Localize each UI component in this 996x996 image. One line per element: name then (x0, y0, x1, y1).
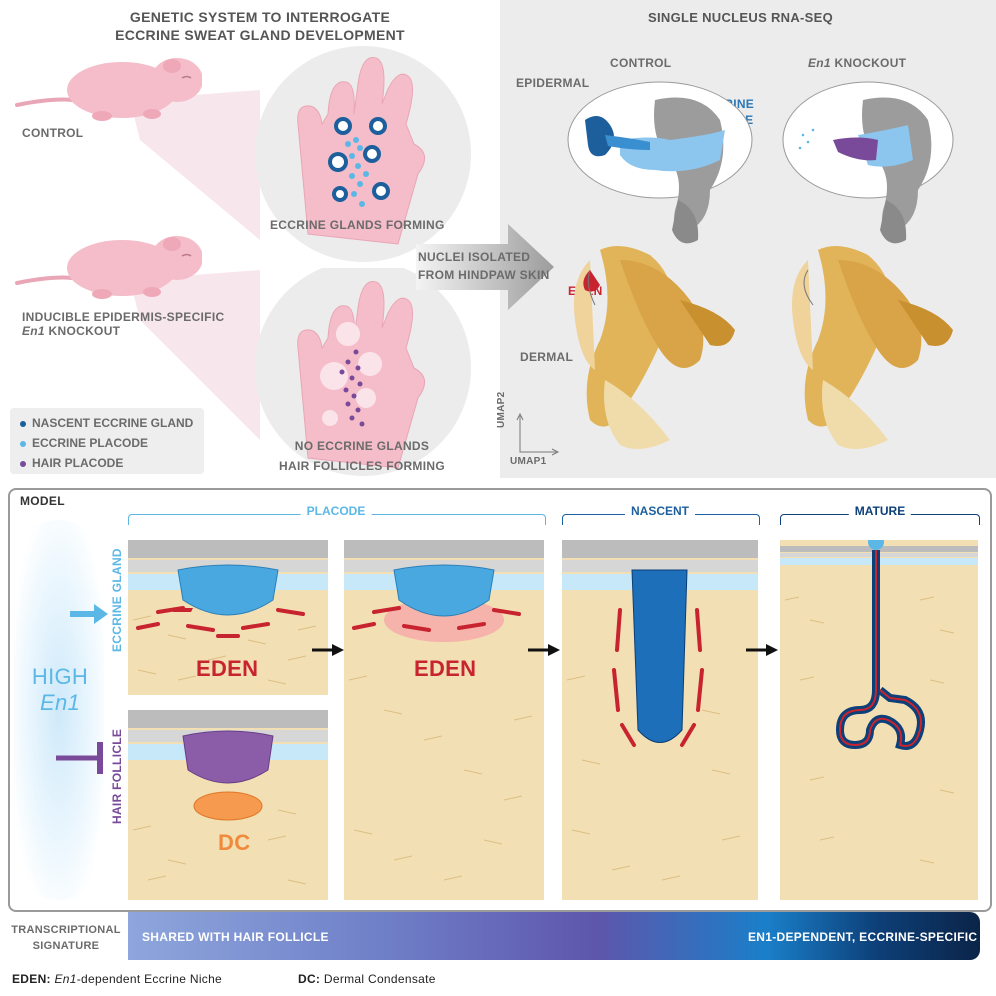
paw2-caption: NO ECCRINE GLANDS HAIR FOLLICLES FORMING (252, 436, 472, 476)
process-arrow-icon (746, 644, 778, 656)
control-mouse-illustration (15, 58, 202, 121)
signature-label: TRANSCRIPTIONAL SIGNATURE (8, 922, 124, 954)
control-umap-plot (567, 81, 753, 449)
paw1-caption: ECCRINE GLANDS FORMING (270, 218, 445, 232)
signature-gradient-bar (128, 912, 980, 960)
en1-glow (14, 520, 104, 900)
paw2-caption-line2: HAIR FOLLICLES FORMING (279, 459, 445, 473)
high-label: HIGH (31, 664, 89, 689)
knockout-suffix: KNOCKOUT (44, 324, 121, 338)
legend-label: NASCENT ECCRINE GLAND (32, 416, 194, 430)
legend-item-nascent: NASCENT ECCRINE GLAND (20, 416, 193, 430)
dc-label: DC (218, 830, 251, 855)
knockout-label: INDUCIBLE EPIDERMIS-SPECIFIC En1 KNOCKOU… (22, 310, 224, 338)
eden-footnote-gene: En1 (54, 972, 77, 986)
rnaseq-knockout-label: En1 KNOCKOUT (808, 56, 906, 70)
nascent-stage-label: NASCENT (624, 504, 696, 518)
dc-footnote: DC: Dermal Condensate (298, 972, 436, 986)
eden-footnote-desc: -dependent Eccrine Niche (76, 972, 223, 986)
signature-line2: SIGNATURE (32, 940, 100, 952)
rnaseq-knockout-gene: En1 (808, 56, 831, 70)
eccrine-placode-eden-tissue (344, 540, 544, 900)
mature-stage-label: MATURE (848, 504, 912, 518)
title-line1: GENETIC SYSTEM TO INTERROGATE (129, 9, 391, 25)
rnaseq-control-label: CONTROL (610, 56, 672, 70)
arrow-line2: FROM HINDPAW SKIN (418, 268, 550, 282)
dc-footnote-desc: Dermal Condensate (323, 972, 436, 986)
eccrine-placode-dot-icon (20, 440, 26, 447)
eccrine-gland-side-label: ECCRINE GLAND (110, 548, 124, 652)
eccrine-placode-tissue (128, 540, 328, 695)
knockout-line1: INDUCIBLE EPIDERMIS-SPECIFIC (22, 310, 225, 324)
epidermal-label: EPIDERMAL (516, 76, 590, 90)
mature-gland-tissue (780, 540, 978, 900)
arrow-caption: NUCLEI ISOLATED FROM HINDPAW SKIN (418, 248, 550, 284)
knockout-umap-plot (782, 81, 954, 449)
control-label: CONTROL (22, 126, 84, 140)
dc-footnote-key: DC: (298, 972, 321, 986)
legend-item-eccrine-placode: ECCRINE PLACODE (20, 436, 148, 450)
activation-arrow-icon (70, 604, 108, 624)
genetic-system-title: GENETIC SYSTEM TO INTERROGATE ECCRINE SW… (40, 8, 480, 44)
projection-wedges (130, 90, 260, 440)
eden-footnote-key: EDEN: (12, 972, 51, 986)
legend-label: ECCRINE PLACODE (32, 436, 149, 450)
hair-follicle-side-label: HAIR FOLLICLE (110, 728, 124, 824)
process-arrow-icon (528, 644, 560, 656)
eden-label-2: EDEN (414, 656, 477, 681)
inhibition-bar-icon (56, 742, 103, 774)
rnaseq-knockout-suffix: KNOCKOUT (830, 56, 907, 70)
nascent-gland-tissue (562, 540, 758, 900)
knockout-gene: En1 (22, 324, 45, 338)
rnaseq-panel (500, 0, 996, 478)
model-title: MODEL (20, 494, 65, 508)
knockout-paw-illustration (255, 268, 471, 476)
hair-placode-dot-icon (20, 460, 26, 467)
rnaseq-title: SINGLE NUCLEUS RNA-SEQ (648, 10, 834, 25)
nascent-dot-icon (20, 420, 26, 427)
signature-right-text: EN1-DEPENDENT, ECCRINE-SPECIFIC (748, 930, 978, 944)
title-line2: ECCRINE SWEAT GLAND DEVELOPMENT (115, 27, 405, 43)
knockout-mouse-illustration (15, 236, 202, 299)
paw2-caption-line1: NO ECCRINE GLANDS (294, 439, 430, 453)
nuclei-isolation-arrow (416, 224, 554, 310)
arrow-line1: NUCLEI ISOLATED (418, 250, 531, 264)
hair-placode-tissue (128, 710, 328, 900)
eden-label-1: EDEN (196, 656, 259, 681)
placode-stage-label: PLACODE (300, 504, 372, 518)
process-arrow-icon (312, 644, 344, 656)
en1-label: En1 (39, 690, 81, 715)
legend-label: HAIR PLACODE (32, 456, 124, 470)
umap-axes-icon (516, 412, 560, 456)
signature-left-text: SHARED WITH HAIR FOLLICLE (142, 930, 329, 944)
control-paw-illustration (255, 46, 471, 262)
legend-item-hair-placode: HAIR PLACODE (20, 456, 123, 470)
umap2-label: UMAP2 (496, 391, 507, 428)
dermal-label: DERMAL (520, 350, 574, 364)
eden-footnote: EDEN: En1-dependent Eccrine Niche (12, 972, 222, 986)
umap1-label: UMAP1 (510, 456, 547, 467)
signature-line1: TRANSCRIPTIONAL (11, 924, 121, 936)
legend-box (10, 408, 204, 474)
